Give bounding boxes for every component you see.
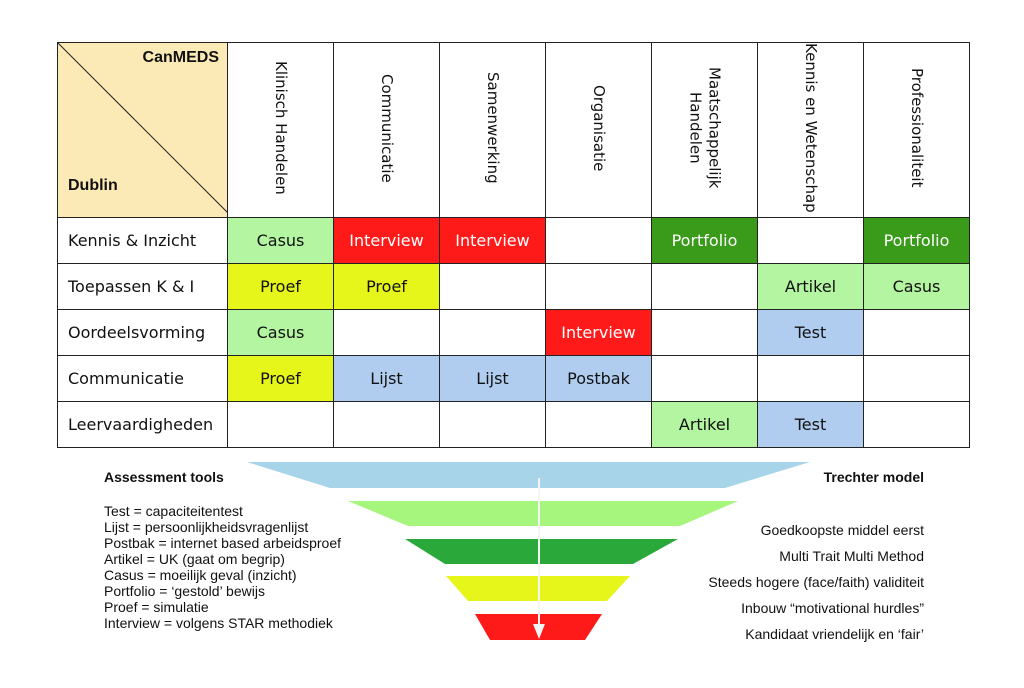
assessment-item: Postbak = internet based arbeidsproef [104, 535, 341, 551]
matrix-cell: Artikel [651, 401, 758, 448]
matrix-cell: Interview [439, 217, 546, 264]
matrix-cell: Casus [227, 309, 334, 356]
trechter-item: Kandidaat vriendelijk en ‘fair’ [745, 626, 924, 642]
matrix-cell [757, 217, 864, 264]
matrix-cell: Casus [863, 263, 970, 310]
column-header: Professionaliteit [863, 42, 970, 218]
matrix-cell [651, 309, 758, 356]
column-header-label: Klinisch Handelen [272, 61, 290, 195]
assessment-item: Proef = simulatie [104, 599, 209, 615]
column-header-label: Organisatie [590, 84, 608, 172]
matrix-cell [439, 401, 546, 448]
corner-cell: CanMEDS Dublin [57, 42, 228, 218]
matrix-cell [333, 401, 440, 448]
column-header-label: Maatschappelijk Handelen [686, 67, 724, 189]
column-header-label: Communicatie [378, 73, 396, 183]
trechter-item: Inbouw “motivational hurdles” [741, 600, 924, 616]
matrix-cell [651, 355, 758, 402]
funnel-band [247, 462, 810, 488]
matrix-cell: Portfolio [863, 217, 970, 264]
matrix-cell [863, 355, 970, 402]
funnel-band [348, 501, 738, 526]
row-label: Kennis & Inzicht [57, 217, 228, 264]
matrix-cell: Test [757, 309, 864, 356]
matrix-cell: Test [757, 401, 864, 448]
assessment-item: Lijst = persoonlijkheidsvragenlijst [104, 519, 309, 535]
matrix-cell [863, 401, 970, 448]
trechter-item: Goedkoopste middel eerst [760, 522, 924, 538]
column-header-label: Samenwerking [484, 72, 502, 184]
matrix-cell [227, 401, 334, 448]
matrix-cell: Postbak [545, 355, 652, 402]
assessment-item: Casus = moeilijk geval (inzicht) [104, 567, 297, 583]
row-label: Toepassen K & I [57, 263, 228, 310]
row-label: Communicatie [57, 355, 228, 402]
matrix-cell: Proef [227, 263, 334, 310]
trechter-item: Steeds hogere (face/faith) validiteit [708, 574, 924, 590]
column-header: Kennis en Wetenschap [757, 42, 864, 218]
assessment-title: Assessment tools [104, 469, 224, 485]
assessment-item: Interview = volgens STAR methodiek [104, 615, 333, 631]
row-label: Leervaardigheden [57, 401, 228, 448]
trechter-item: Multi Trait Multi Method [779, 548, 924, 564]
matrix-cell [545, 401, 652, 448]
dublin-label: Dublin [68, 177, 118, 194]
funnel-band [405, 539, 678, 564]
matrix-cell: Artikel [757, 263, 864, 310]
matrix-cell: Lijst [333, 355, 440, 402]
column-header: Communicatie [333, 42, 440, 218]
assessment-item: Artikel = UK (gaat om begrip) [104, 551, 285, 567]
matrix-cell [545, 263, 652, 310]
column-header-label: Professionaliteit [908, 68, 926, 188]
arrow-down-icon [533, 624, 545, 639]
diagonal-line [58, 43, 228, 213]
matrix-cell: Portfolio [651, 217, 758, 264]
matrix-cell: Proef [227, 355, 334, 402]
assessment-item: Test = capaciteitentest [104, 503, 243, 519]
column-header-label: Kennis en Wetenschap [802, 43, 820, 213]
matrix-cell [439, 263, 546, 310]
matrix-cell: Casus [227, 217, 334, 264]
trechter-title: Trechter model [823, 469, 924, 485]
column-header: Maatschappelijk Handelen [651, 42, 758, 218]
canmeds-label: CanMEDS [142, 49, 219, 66]
assessment-item: Portfolio = ‘gestold’ bewijs [104, 583, 265, 599]
matrix-cell: Interview [333, 217, 440, 264]
